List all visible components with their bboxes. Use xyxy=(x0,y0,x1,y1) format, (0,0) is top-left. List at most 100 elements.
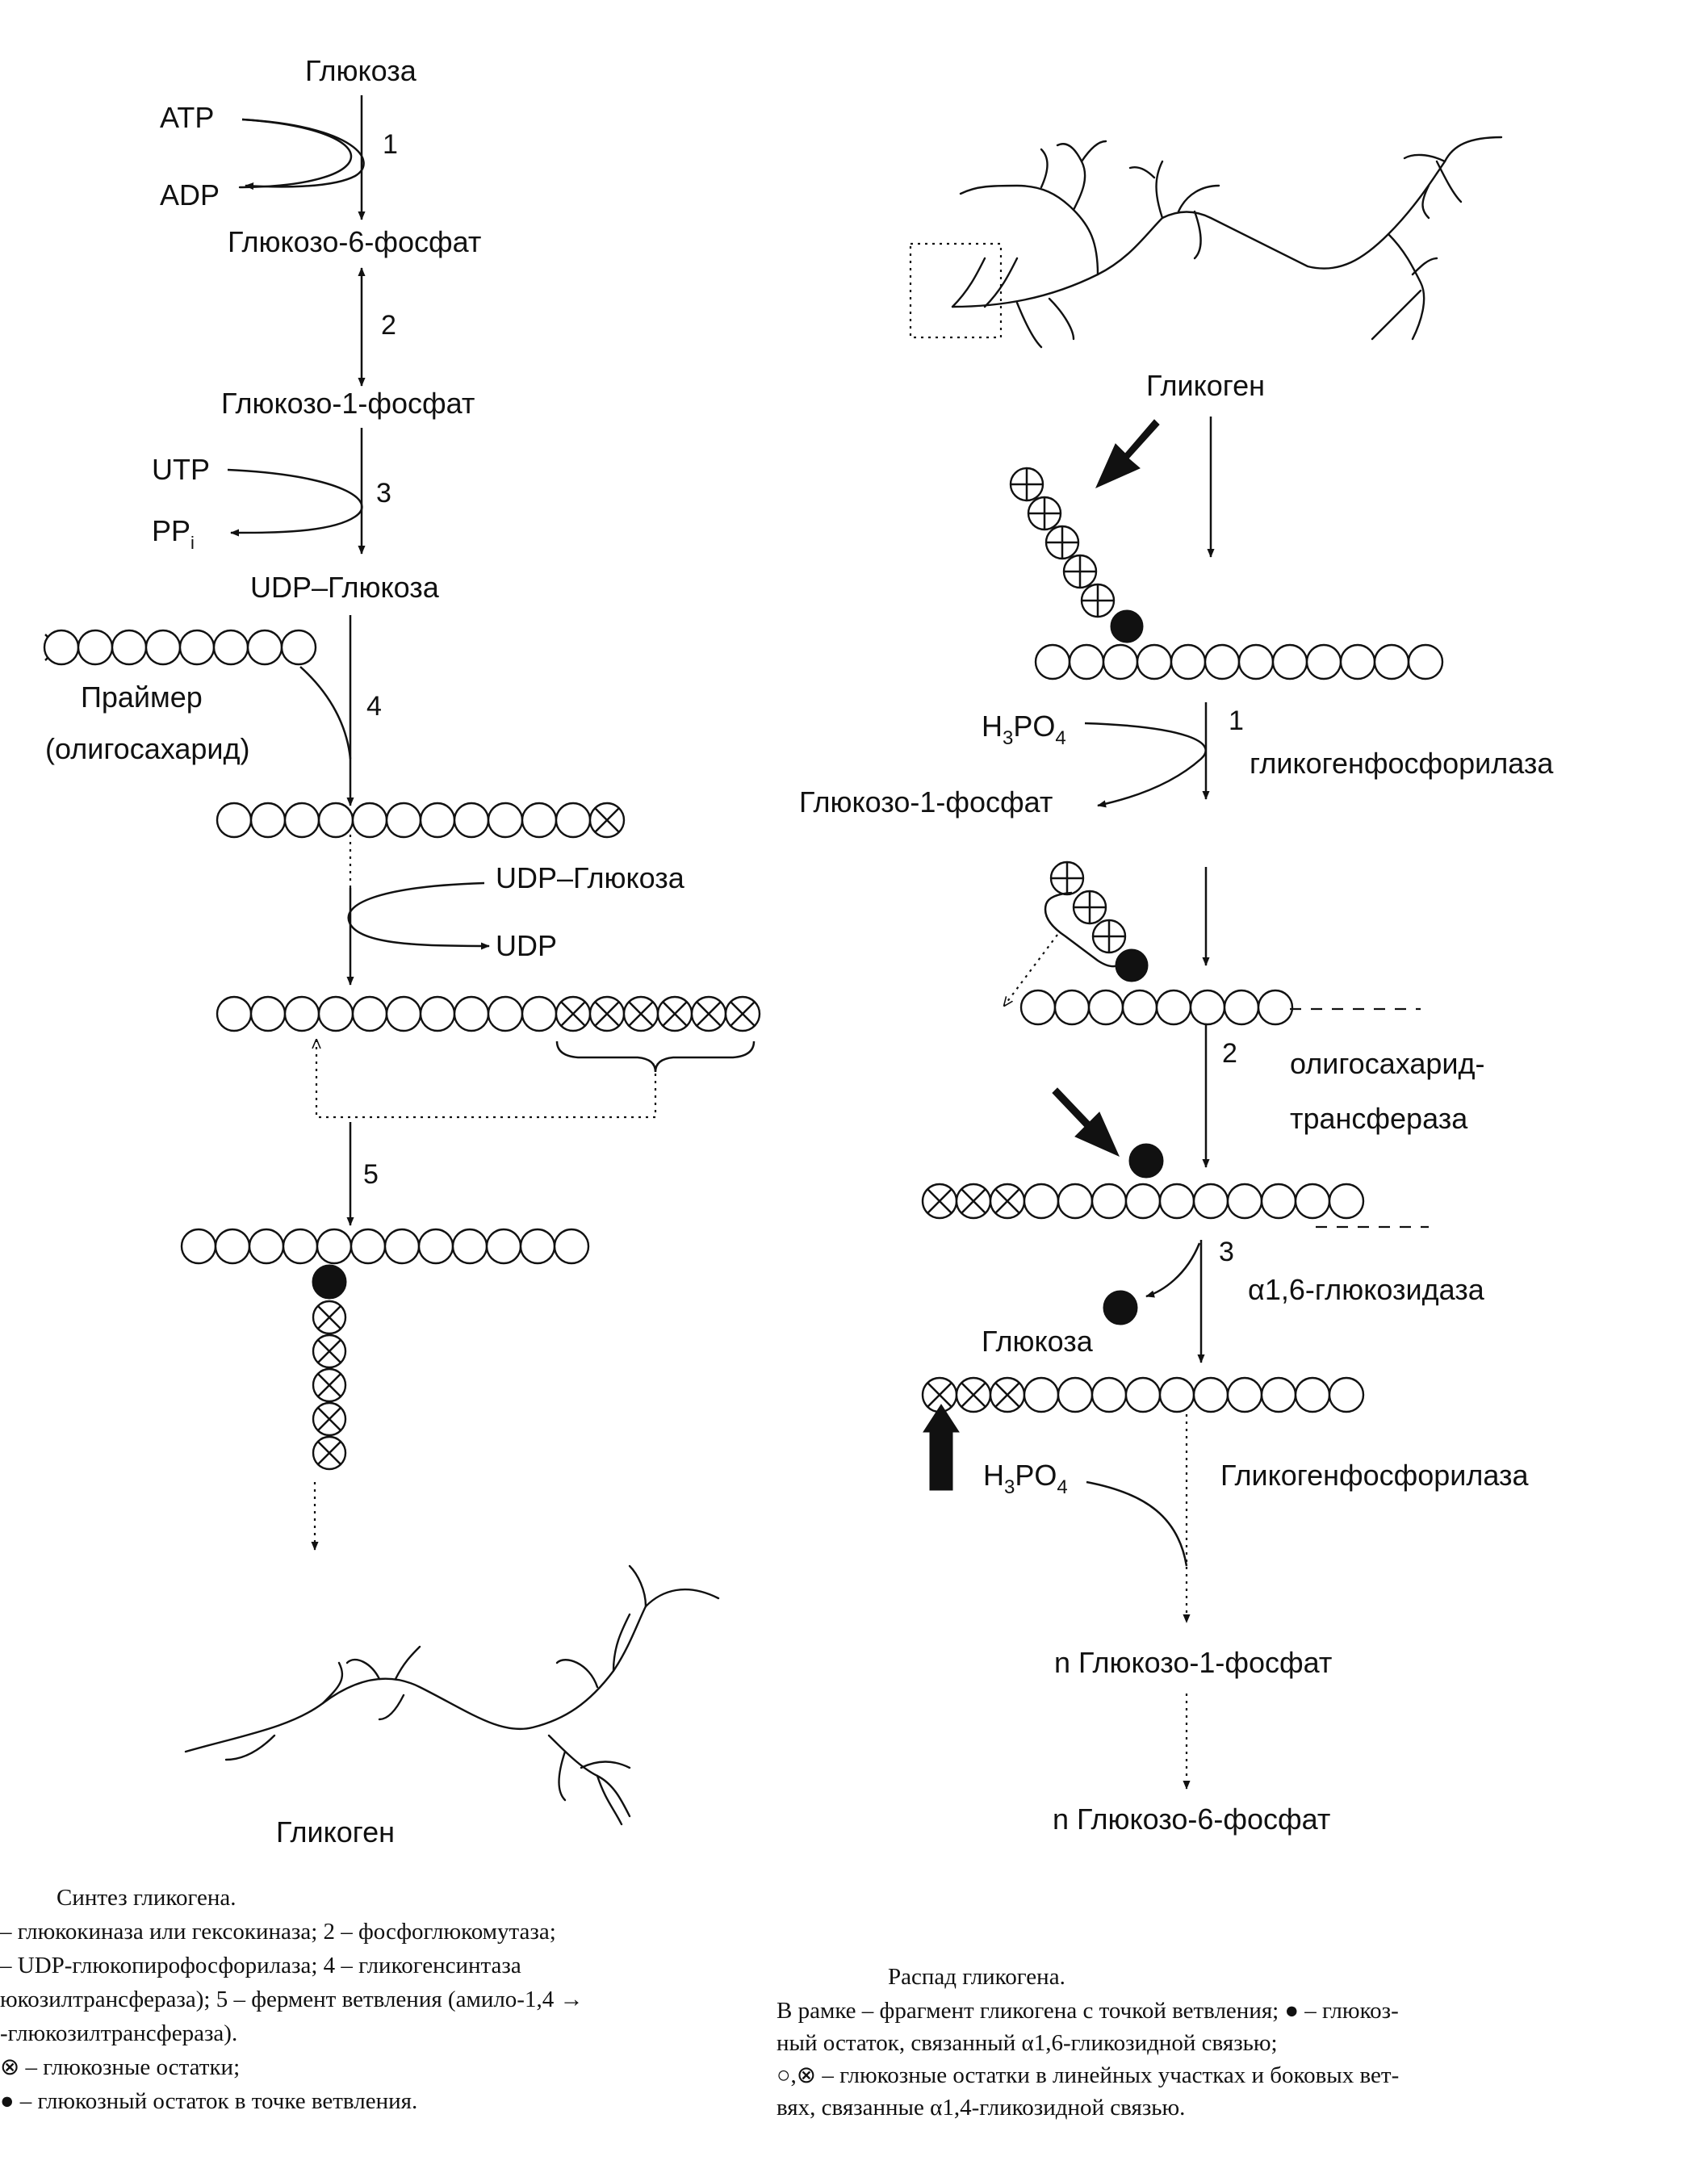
branch-point-residue xyxy=(1115,948,1149,982)
cross-mark xyxy=(927,1188,952,1214)
h3po4-sub4: 4 xyxy=(1057,1476,1067,1498)
atp-label: ATP xyxy=(160,101,214,134)
glucose-residue xyxy=(249,802,287,839)
glucose-residue xyxy=(1121,989,1158,1026)
h3po4-po: PO xyxy=(1013,710,1055,743)
plus-mark xyxy=(1082,584,1114,617)
glucose-residue xyxy=(1328,1183,1365,1220)
glycogen-branch xyxy=(1421,184,1430,220)
primer-chain xyxy=(43,629,317,666)
cross-mark xyxy=(317,1373,341,1397)
glycogen-tree-left xyxy=(184,1564,720,1826)
enzyme-3-label: α1,6-глюкозидаза xyxy=(1248,1273,1485,1306)
cross-mark xyxy=(994,1188,1020,1214)
chain-degradation-3 xyxy=(921,1183,1365,1220)
bold-arrow-phosphorylase-2 xyxy=(923,1404,960,1491)
glucose-residue xyxy=(1158,1183,1195,1220)
primer-to-step4-curve xyxy=(299,666,352,760)
plus-mark xyxy=(1011,468,1043,500)
glucose-residue xyxy=(351,995,388,1032)
glucose-residue xyxy=(180,1228,217,1265)
degr-glucose-label: Глюкоза xyxy=(982,1325,1094,1358)
cross-mark xyxy=(628,1001,654,1027)
synthesis-glycogen-label: Гликоген xyxy=(276,1815,395,1849)
glucose-residue xyxy=(1091,1376,1128,1413)
glycogen-branch xyxy=(224,1734,276,1761)
glucose-residue xyxy=(1136,643,1173,680)
cross-mark xyxy=(317,1339,341,1363)
glucose-residue xyxy=(1087,989,1124,1026)
step-4-number: 4 xyxy=(366,691,382,722)
glycogen-main-strand xyxy=(184,1605,647,1753)
branch-point-frame xyxy=(909,242,1003,339)
glycogen-branch xyxy=(628,1564,647,1608)
glucose-residue xyxy=(280,629,317,666)
glucose-residue xyxy=(487,995,524,1032)
glucose-residue xyxy=(316,1228,353,1265)
enzyme-2-line1: олигосахарид- xyxy=(1290,1047,1484,1080)
glycogen-branch xyxy=(1048,297,1075,341)
glucose-residue xyxy=(178,629,216,666)
plus-mark xyxy=(1064,555,1096,588)
glycogen-branch xyxy=(378,1694,405,1721)
degr-step-1-number: 1 xyxy=(1229,705,1244,736)
glycogen-branch xyxy=(1080,140,1107,163)
glucose-residue xyxy=(485,1228,522,1265)
cross-mark xyxy=(961,1188,986,1214)
synthesis-caption: Синтез гликогена. – глюкокиназа или гекс… xyxy=(0,1885,583,2114)
glycogen-branch xyxy=(547,1734,631,1818)
glycogen-branch xyxy=(951,257,986,308)
bold-arrow-phosphorylase xyxy=(1095,419,1160,488)
degradation-caption: Распад гликогена. В рамке – фрагмент гли… xyxy=(777,1964,1399,2121)
glucose-residue xyxy=(111,629,148,666)
utp-label: UTP xyxy=(152,453,210,486)
glucose-residue xyxy=(519,1228,556,1265)
glucose-residue xyxy=(144,629,182,666)
degradation-glycogen-label: Гликоген xyxy=(1146,369,1265,402)
degr-step-3-number: 3 xyxy=(1219,1237,1234,1267)
side-branch-crossed xyxy=(1009,467,1144,643)
glucose-residue xyxy=(385,995,422,1032)
step-2-number: 2 xyxy=(381,310,396,341)
cross-mark xyxy=(594,807,620,833)
h3po4-sub3: 3 xyxy=(1004,1476,1015,1498)
primer-note-label: (олигосахарид) xyxy=(45,732,249,765)
plus-mark xyxy=(1093,920,1125,953)
synthesis-caption-line: -глюкозилтрансфераза). xyxy=(0,2020,237,2046)
glucose-residue xyxy=(283,995,320,1032)
transfer-dotted-path xyxy=(316,1040,657,1119)
glucose-residue xyxy=(350,1228,387,1265)
glucose-residue xyxy=(1023,1376,1060,1413)
cross-mark xyxy=(594,1001,620,1027)
h3po4-label-1: H3PO4 xyxy=(982,710,1066,749)
glucose-residue xyxy=(1328,1376,1365,1413)
glucose-residue xyxy=(351,802,388,839)
glycogen-branch xyxy=(1040,148,1049,189)
glucose-residue xyxy=(77,629,114,666)
synthesis-caption-line: ⊗ – глюкозные остатки; xyxy=(0,2054,240,2080)
n-g1p-label: n Глюкозо-1-фосфат xyxy=(1054,1646,1332,1679)
chain-after-step4 xyxy=(216,802,626,839)
step-1-number: 1 xyxy=(383,129,398,160)
glucose-residue xyxy=(1023,1183,1060,1220)
glucose-residue xyxy=(521,802,558,839)
glucose-residue xyxy=(383,1228,421,1265)
glucose-residue xyxy=(1192,1183,1229,1220)
enzyme-1-label: гликогенфосфорилаза xyxy=(1250,747,1554,780)
transfer-dotted-arrow xyxy=(1004,934,1058,1006)
glucose-residue xyxy=(1223,989,1260,1026)
glycogen-branch xyxy=(580,1761,631,1769)
udp-glucose-label: UDP–Глюкоза xyxy=(250,571,440,604)
cross-mark xyxy=(927,1382,952,1408)
glucose-residue xyxy=(246,629,283,666)
glucose-residue xyxy=(1339,643,1376,680)
udpg-udp-arrow xyxy=(347,881,490,950)
glucose-residue xyxy=(385,802,422,839)
degradation-caption-line: ный остаток, связанный α1,6-гликозидной … xyxy=(777,2030,1278,2056)
glucose-release-arrow xyxy=(1145,1242,1201,1298)
glucose-residue xyxy=(1091,1183,1128,1220)
glycogen-branch xyxy=(1155,160,1164,220)
enzyme-2-line2: трансфераза xyxy=(1290,1102,1468,1135)
glucose-residue xyxy=(1019,989,1057,1026)
atp-curve xyxy=(238,118,352,189)
